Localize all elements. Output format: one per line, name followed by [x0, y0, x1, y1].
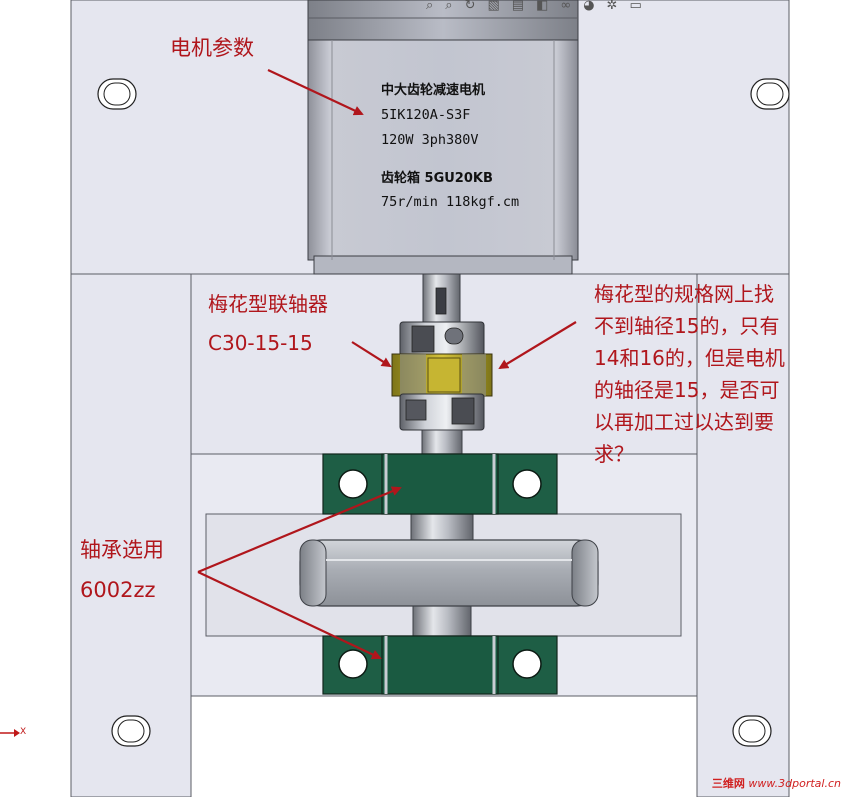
bearing-model-label: 6002zz: [80, 578, 156, 602]
plum-coupling: [391, 321, 493, 431]
arrow-motor-params: [267, 69, 364, 116]
motor-params-label: 电机参数: [170, 36, 254, 60]
view-settings-icon[interactable]: ▭: [629, 0, 642, 13]
bearing-title-label: 轴承选用: [80, 538, 164, 562]
site-watermark: 三维网 www.3dportal.cn: [712, 775, 841, 791]
view-orientation-icon[interactable]: ▤: [511, 0, 525, 13]
gear-motor: [307, 0, 579, 275]
view-toolbar: ⌕ ⌕ ↻ ▧ ▤ ◧ ∞ ◕ ✲ ▭: [426, 0, 642, 12]
coupling-title-label: 梅花型联轴器: [208, 292, 328, 316]
right-side-plate: [696, 273, 790, 797]
coupling-model-label: C30-15-15: [208, 331, 313, 355]
axis-x-label: X: [20, 727, 27, 737]
arrow-bearing-upper: [197, 486, 402, 574]
hide-show-icon[interactable]: ∞: [560, 0, 572, 13]
zoom-area-icon[interactable]: ⌕: [445, 0, 453, 13]
driven-shaft-middle: [410, 511, 474, 541]
driven-shaft-upper: [421, 429, 463, 457]
question-line: 14和16的，但是电机: [594, 346, 785, 370]
shaft-keyway: [435, 287, 447, 315]
question-line: 梅花型的规格网上找: [594, 282, 774, 306]
left-side-plate: [70, 273, 192, 797]
arrow-question: [498, 321, 577, 370]
annotation-arrows: [197, 69, 577, 660]
zoom-fit-icon[interactable]: ⌕: [426, 0, 434, 13]
question-line: 的轴径是15，是否可: [594, 378, 780, 402]
question-line: 以再加工过以达到要: [594, 410, 774, 434]
watermark-site-name: 三维网: [711, 777, 745, 790]
pillow-block-bearing-lower: [322, 635, 558, 695]
plate-line-speed-torque: 75r/min 118kgf.cm: [381, 194, 520, 210]
question-line: 不到轴径15的，只有: [594, 314, 780, 338]
plate-line-model: 5IK120A-S3F: [381, 107, 471, 123]
section-view-icon[interactable]: ▧: [487, 0, 500, 13]
arrow-coupling: [351, 341, 392, 368]
scene-icon[interactable]: ✲: [606, 0, 618, 13]
axis-triad-icon: [0, 729, 20, 737]
arrow-bearing-lower: [197, 571, 382, 660]
plate-line-power: 120W 3ph380V: [381, 132, 479, 148]
rotate-view-icon[interactable]: ↻: [464, 0, 476, 13]
appearance-icon[interactable]: ◕: [583, 0, 595, 13]
wheel-pulley: [299, 539, 599, 607]
question-note: 梅花型的规格网上找 不到轴径15的，只有 14和16的，但是电机 的轴径是15，…: [594, 284, 785, 476]
display-style-icon[interactable]: ◧: [536, 0, 549, 13]
driven-shaft-lower: [412, 605, 472, 637]
watermark-site-url: www.3dportal.cn: [748, 777, 841, 790]
plate-line-title: 中大齿轮减速电机: [381, 83, 486, 98]
question-line: 求？: [594, 442, 634, 466]
plate-line-gearbox: 齿轮箱 5GU20KB: [381, 171, 493, 186]
